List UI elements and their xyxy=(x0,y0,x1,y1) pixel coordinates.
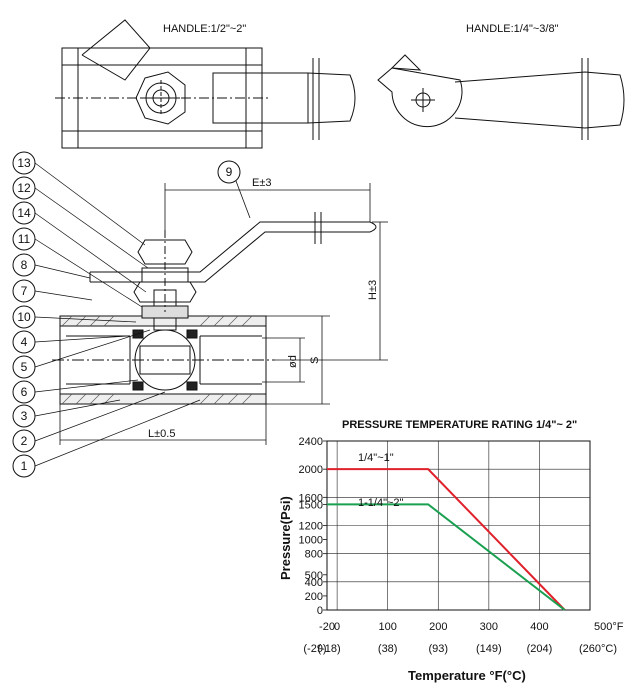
y-tick-label: 1000 xyxy=(299,535,323,547)
balloon-9: 9 xyxy=(226,165,233,179)
balloon-13: 13 xyxy=(12,151,146,246)
dim-l-label: L±0.5 xyxy=(148,428,175,440)
balloon-label: 4 xyxy=(21,335,28,349)
y-tick-label: 2400 xyxy=(299,436,323,448)
x-tick-label-f: 0 xyxy=(334,621,340,633)
x-tick-label-f: -20 xyxy=(319,621,335,633)
balloon-label: 7 xyxy=(21,284,28,298)
dim-h-label: H±3 xyxy=(367,280,379,300)
y-tick-label: 2000 xyxy=(299,464,323,476)
balloon-label: 12 xyxy=(17,181,31,195)
balloon-1: 1 xyxy=(12,399,201,478)
y-tick-label: 400 xyxy=(305,577,323,589)
balloon-label: 10 xyxy=(17,310,31,324)
handle-large-label: HANDLE:1/2"~2" xyxy=(163,23,246,35)
x-tick-label-c: (149) xyxy=(476,643,502,655)
balloon-12: 12 xyxy=(12,176,149,269)
section-view xyxy=(52,212,377,405)
y-axis-title: Pressure(Psi) xyxy=(278,496,293,580)
balloon-6: 6 xyxy=(12,379,139,404)
balloon-label: 1 xyxy=(21,459,28,473)
dim-d-label: ød xyxy=(287,355,299,368)
x-tick-label-f: 400 xyxy=(530,621,548,633)
top-view-large-handle xyxy=(55,19,356,149)
dim-s-label: S xyxy=(309,357,321,364)
y-tick-label: 800 xyxy=(305,549,323,561)
balloon-label: 11 xyxy=(18,232,31,246)
balloon-11: 11 xyxy=(12,227,143,308)
balloon-label: 5 xyxy=(21,360,28,374)
balloon-10: 10 xyxy=(12,305,137,329)
x-tick-label-c: (-18) xyxy=(317,643,340,655)
y-tick-label: 1200 xyxy=(299,521,323,533)
y-tick-label: 1600 xyxy=(299,492,323,504)
y-tick-label: 500 xyxy=(305,570,323,582)
part-balloons: 13 12 14 11 8 7 10 4 5 6 3 2 1 xyxy=(12,151,201,478)
handle-balloon: 9 xyxy=(217,160,251,219)
x-tick-label-c: (38) xyxy=(378,643,398,655)
balloon-5: 5 xyxy=(12,329,151,379)
balloon-2: 2 xyxy=(12,391,166,453)
dim-e-label: E±3 xyxy=(252,177,272,189)
balloon-label: 3 xyxy=(21,409,28,423)
x-tick-label-f: 200 xyxy=(429,621,447,633)
top-view-small-handle xyxy=(377,54,625,140)
x-tick-label-f: 100 xyxy=(379,621,397,633)
balloon-label: 2 xyxy=(21,434,28,448)
handle-small-label: HANDLE:1/4"~3/8" xyxy=(466,23,559,35)
y-tick-label: 0 xyxy=(317,605,323,617)
x-tick-label-f: 300 xyxy=(480,621,498,633)
balloon-label: 14 xyxy=(17,206,31,220)
series-line xyxy=(327,503,566,611)
dimension-lines xyxy=(59,183,388,445)
balloon-7: 7 xyxy=(12,279,93,303)
series-label: 1-1/4"~2" xyxy=(358,497,404,509)
small-handle-hub xyxy=(377,67,463,128)
chart-title: PRESSURE TEMPERATURE RATING 1/4"~ 2" xyxy=(342,419,577,431)
balloon-8: 8 xyxy=(12,253,91,279)
balloon-label: 8 xyxy=(21,258,28,272)
balloon-3: 3 xyxy=(12,399,121,428)
series-line xyxy=(327,468,566,611)
y-tick-label: 1500 xyxy=(299,499,323,511)
x-tick-label-c: (93) xyxy=(428,643,448,655)
balloon-label: 6 xyxy=(21,385,28,399)
x-tick-label-f: 500°F xyxy=(594,621,624,633)
series-label: 1/4"~1" xyxy=(358,452,394,464)
balloon-14: 14 xyxy=(12,201,147,293)
balloon-label: 13 xyxy=(17,156,31,170)
balloon-4: 4 xyxy=(12,330,129,354)
plot-area: 0200400500800100012001500160020002400-20… xyxy=(299,436,624,655)
x-tick-label-c: (-29) xyxy=(303,643,326,655)
x-tick-label-c: (204) xyxy=(527,643,553,655)
x-tick-label-c: (260°C) xyxy=(579,643,617,655)
x-axis-title: Temperature °F(°C) xyxy=(408,668,526,683)
y-tick-label: 200 xyxy=(305,591,323,603)
